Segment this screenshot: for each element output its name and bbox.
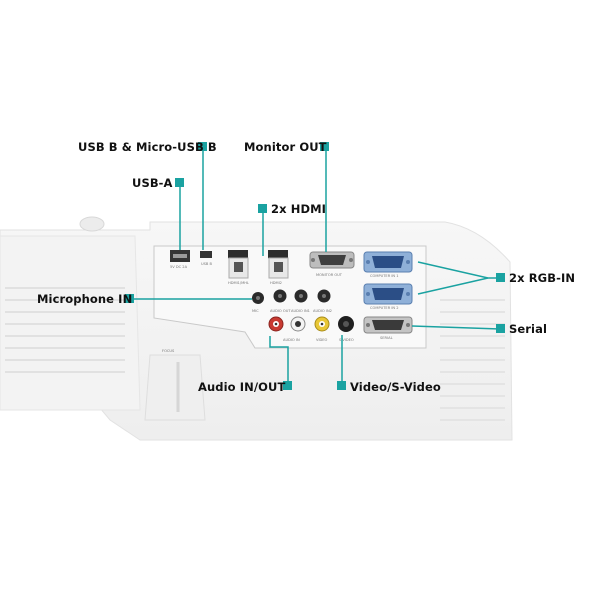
callout-square-icon — [198, 142, 207, 151]
vga-port-icon: COMPUTER IN 1 — [363, 251, 413, 278]
s-video-jack-icon — [338, 316, 354, 332]
callout-square-icon — [125, 294, 134, 303]
video-port-label: VIDEO — [316, 338, 328, 342]
hdmi-port-icon: HDMI2 — [268, 250, 289, 285]
usb-b-port-icon: USB B — [200, 251, 213, 266]
callout-square-icon — [320, 142, 329, 151]
rca-jack-icon — [314, 316, 330, 332]
callout-square-icon — [283, 381, 292, 390]
label-monitor-out: Monitor OUT — [244, 140, 327, 154]
focus-knob — [79, 216, 105, 232]
label-usb-a: USB-A — [132, 176, 173, 190]
mic-port-label: MIC — [252, 309, 259, 313]
usb-a-port-icon: 5V DC 2A — [170, 250, 190, 269]
audio-in1-port-label: AUDIO IN1 — [291, 309, 310, 313]
vga-port-icon: MONITOR OUT — [309, 251, 355, 277]
callout-square-icon — [337, 381, 346, 390]
projector-foot — [144, 354, 206, 421]
label-usb-b: USB B & Micro-USB B — [78, 140, 217, 154]
s-video-port-label: S-VIDEO — [339, 338, 354, 342]
vent-grille-right — [440, 299, 505, 421]
audio-in-port-label: AUDIO IN — [283, 338, 300, 342]
audio-jack-icon: MIC — [252, 292, 264, 313]
audio-in2-port-label: AUDIO IN2 — [313, 309, 332, 313]
audio-jack-icon: AUDIO IN2 — [313, 289, 332, 313]
audio-jack-icon: AUDIO OUT — [270, 289, 291, 313]
usb-a-port-label: 5V DC 2A — [170, 265, 188, 269]
hdmi1-port-label: HDMI1/MHL — [228, 281, 249, 285]
callout-lines — [130, 148, 501, 384]
label-rgb-in: 2x RGB-IN — [509, 271, 576, 285]
hdmi2-port-label: HDMI2 — [270, 281, 282, 285]
computer-in-1-port-label: COMPUTER IN 1 — [370, 274, 399, 278]
serial-port-icon: SERIAL — [363, 316, 413, 340]
vent-grille-left — [5, 287, 125, 373]
callout-square-icon — [258, 204, 267, 213]
callout-square-icon — [175, 178, 184, 187]
hdmi-port-icon: HDMI1/MHL — [228, 250, 249, 285]
label-serial: Serial — [509, 322, 547, 336]
rca-jack-icon — [290, 316, 306, 332]
io-panel — [153, 245, 427, 349]
focus-text: FOCUS — [162, 349, 175, 353]
label-hdmi: 2x HDMI — [271, 202, 327, 216]
usb-b-port-label: USB B — [201, 262, 213, 266]
callout-square-icon — [496, 273, 505, 282]
label-audio: Audio IN/OUT — [198, 380, 286, 394]
monitor-out-port-label: MONITOR OUT — [316, 273, 343, 277]
callout-square-icon — [496, 324, 505, 333]
rca-jack-icon — [268, 316, 284, 332]
computer-in-2-port-label: COMPUTER IN 2 — [370, 306, 399, 310]
serial-port-label: SERIAL — [380, 336, 393, 340]
label-video: Video/S-Video — [350, 380, 441, 394]
vga-port-icon: COMPUTER IN 2 — [363, 283, 413, 310]
audio-out-port-label: AUDIO OUT — [270, 309, 291, 313]
label-microphone: Microphone IN — [37, 292, 133, 306]
audio-jack-icon: AUDIO IN1 — [291, 289, 310, 313]
